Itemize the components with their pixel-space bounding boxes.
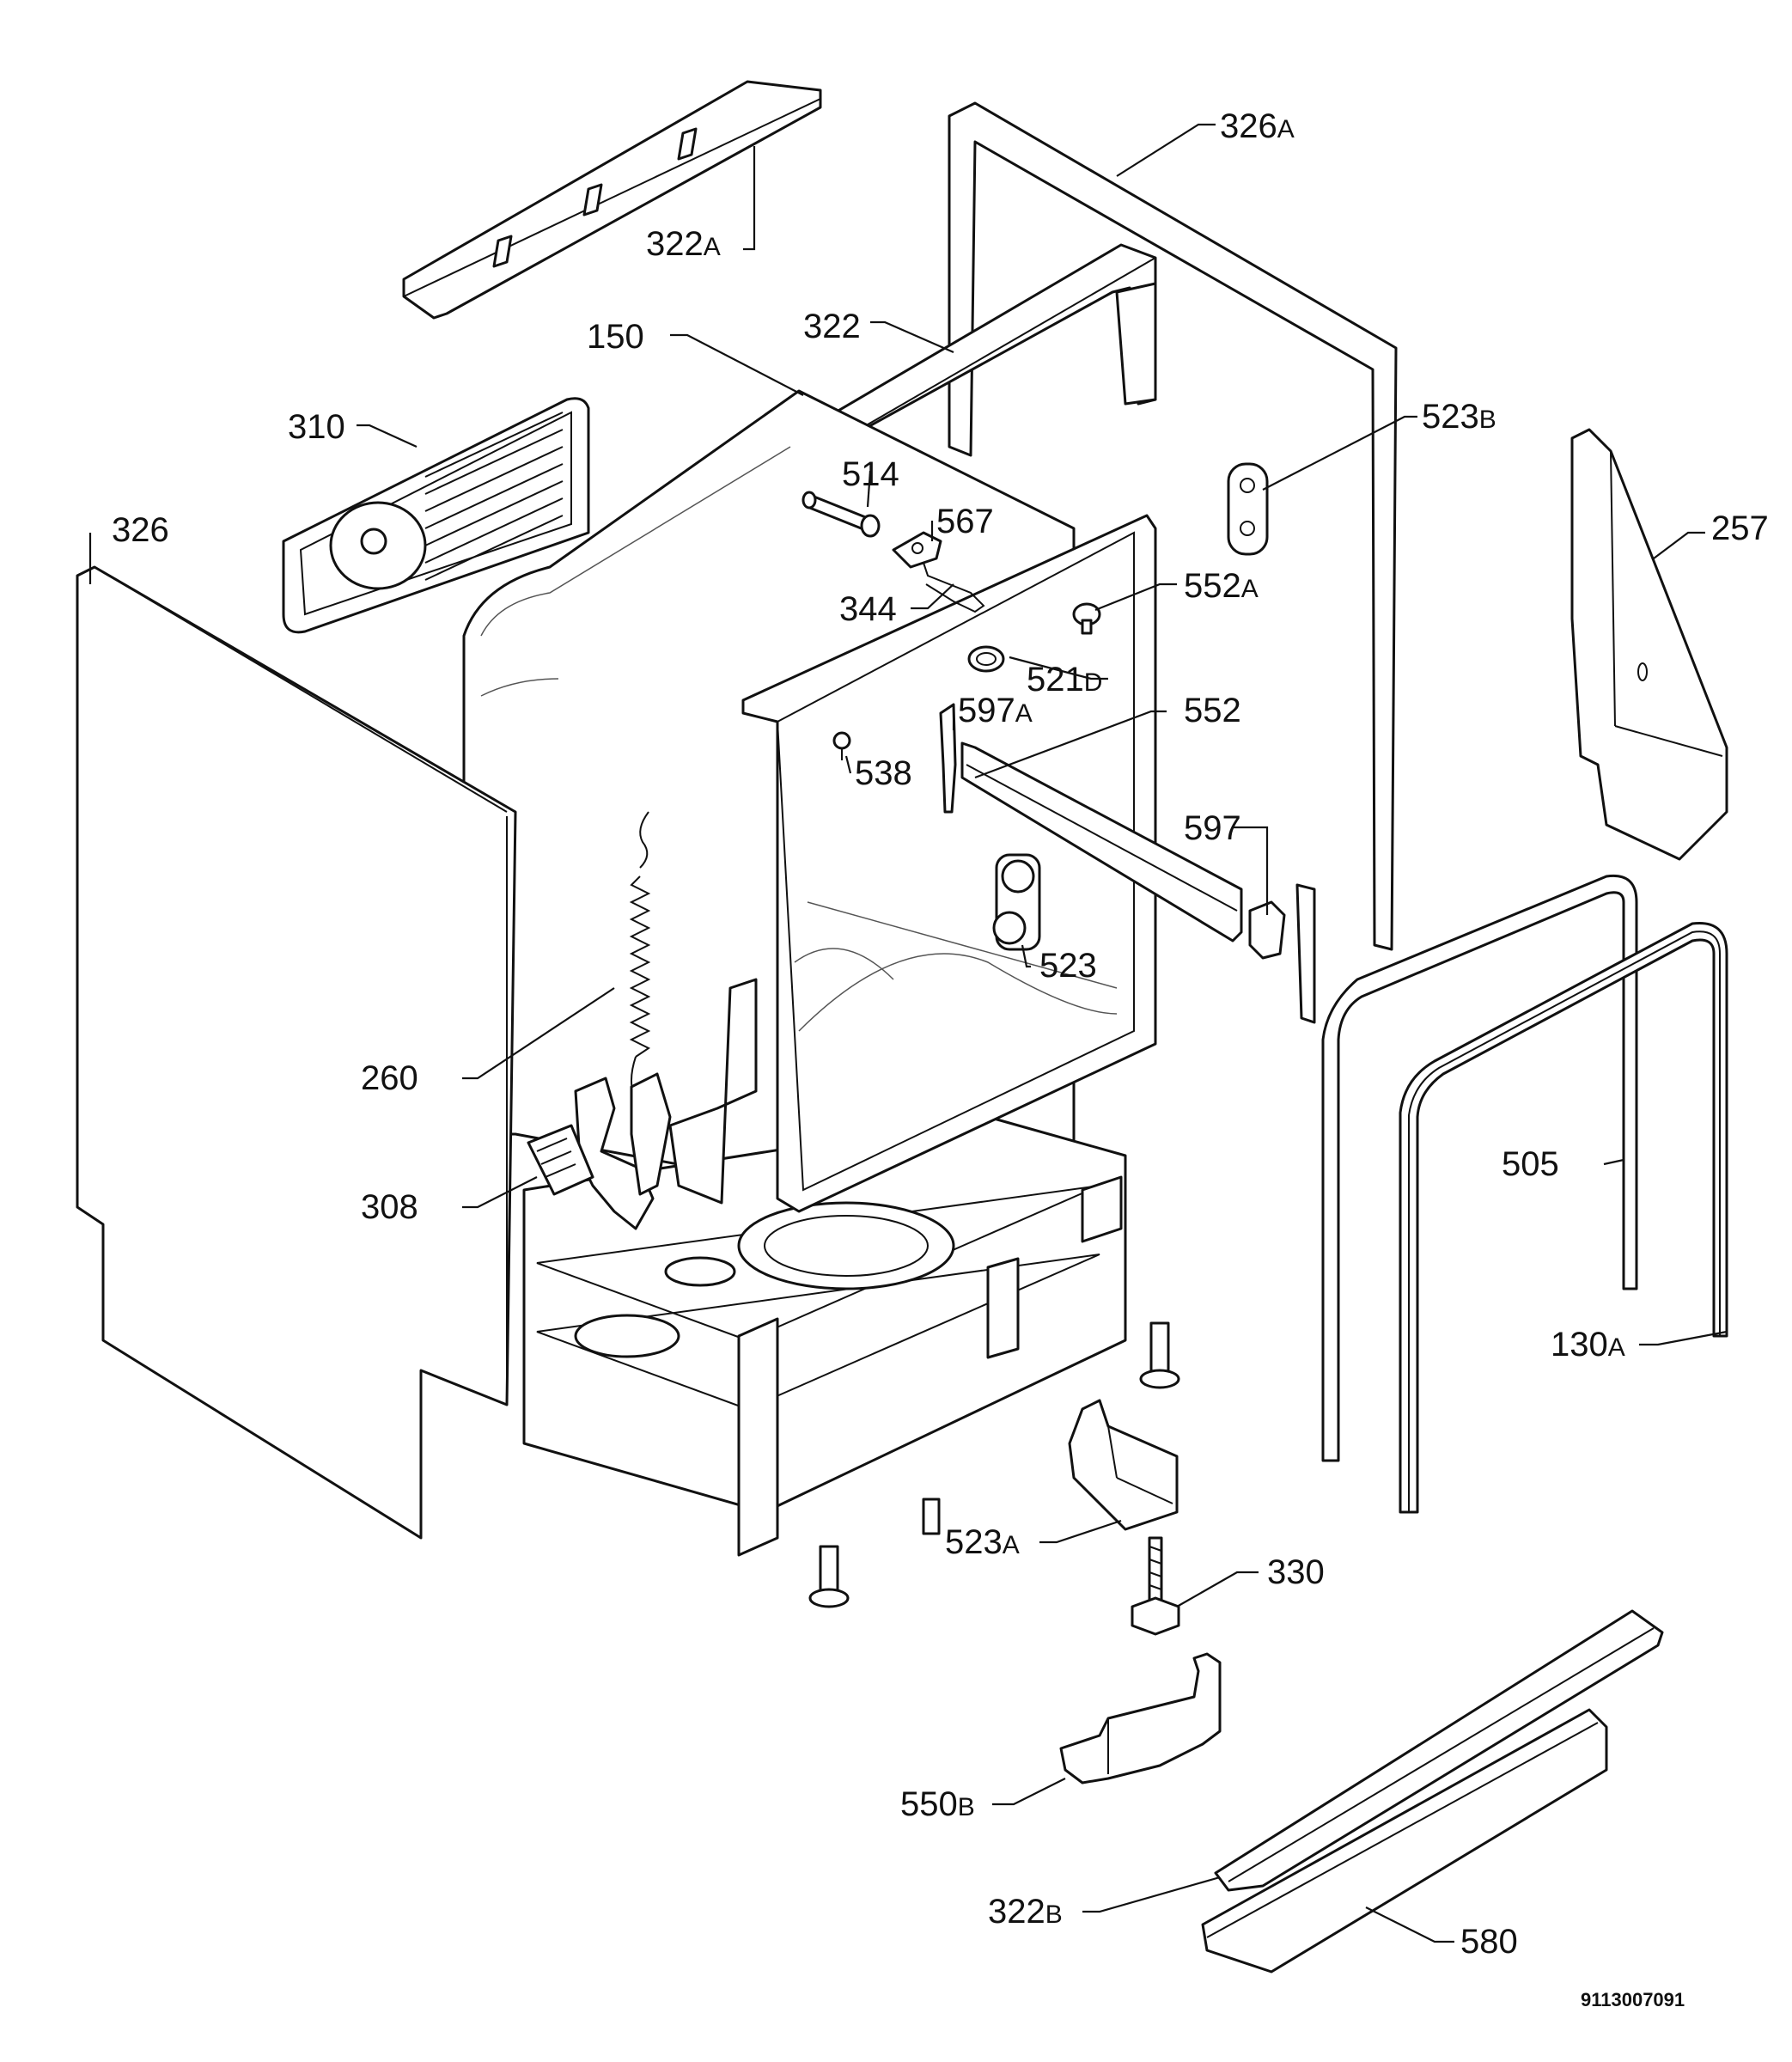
label-505: 505	[1502, 1145, 1559, 1183]
label-344: 344	[839, 590, 897, 628]
part-screw-538	[832, 731, 851, 760]
part-plinth-580	[1201, 1708, 1608, 1974]
part-ring-521d	[967, 645, 1005, 673]
label-310: 310	[288, 408, 345, 446]
label-538: 538	[855, 754, 912, 792]
part-spacer-523b	[1227, 462, 1269, 556]
label-150: 150	[587, 318, 644, 356]
part-side-block-257	[1570, 428, 1728, 861]
part-clip-567	[892, 531, 942, 569]
part-back-panel-326a	[948, 101, 1398, 1024]
part-gasket-505	[1321, 874, 1638, 1462]
part-clip-597	[1248, 900, 1286, 960]
label-260: 260	[361, 1059, 418, 1097]
leader-lines	[88, 123, 1728, 1943]
label-552a: 552A	[1184, 567, 1259, 605]
part-side-panel-326	[76, 565, 517, 1540]
label-580: 580	[1460, 1923, 1518, 1961]
label-330: 330	[1267, 1553, 1325, 1591]
label-326: 326	[112, 511, 169, 549]
label-523b: 523B	[1422, 398, 1496, 436]
part-bracket-550b	[1059, 1652, 1222, 1784]
part-door-inner-frame	[668, 514, 1157, 1213]
part-clip-597a	[939, 703, 957, 814]
part-pin-514	[802, 491, 881, 538]
label-523a: 523A	[945, 1523, 1020, 1561]
label-322a: 322A	[646, 225, 721, 263]
document-number: 9113007091	[1581, 1989, 1685, 2010]
label-308: 308	[361, 1188, 418, 1226]
label-326a: 326A	[1220, 107, 1295, 145]
label-567: 567	[936, 503, 994, 540]
label-552: 552	[1184, 692, 1241, 729]
part-knob-552a	[1072, 602, 1101, 635]
adjustable-feet	[808, 1321, 1180, 1608]
part-gasket-130a	[1399, 921, 1728, 1514]
part-top-strip-322a	[402, 80, 822, 320]
label-514: 514	[842, 455, 899, 493]
part-hinge-308	[527, 1072, 672, 1230]
label-130a: 130A	[1551, 1326, 1625, 1363]
part-vent-310	[282, 397, 590, 634]
part-strip-322b	[1214, 1609, 1664, 1892]
part-number-labels: 322A 326A 322 150 310 514 523B 567 257 3…	[112, 107, 1769, 1961]
label-597: 597	[1184, 809, 1241, 847]
label-521d: 521D	[1027, 661, 1102, 699]
label-322: 322	[803, 308, 861, 345]
part-wire-344	[923, 562, 985, 613]
part-bracket-523a	[1068, 1399, 1179, 1531]
label-523: 523	[1039, 947, 1097, 985]
part-spacer-523	[992, 853, 1041, 951]
label-322b: 322B	[988, 1893, 1063, 1931]
part-foot-330	[1131, 1536, 1180, 1636]
part-rail-552	[960, 741, 1243, 943]
label-550b: 550B	[900, 1785, 975, 1823]
label-257: 257	[1711, 509, 1769, 547]
label-597a: 597A	[958, 692, 1033, 729]
